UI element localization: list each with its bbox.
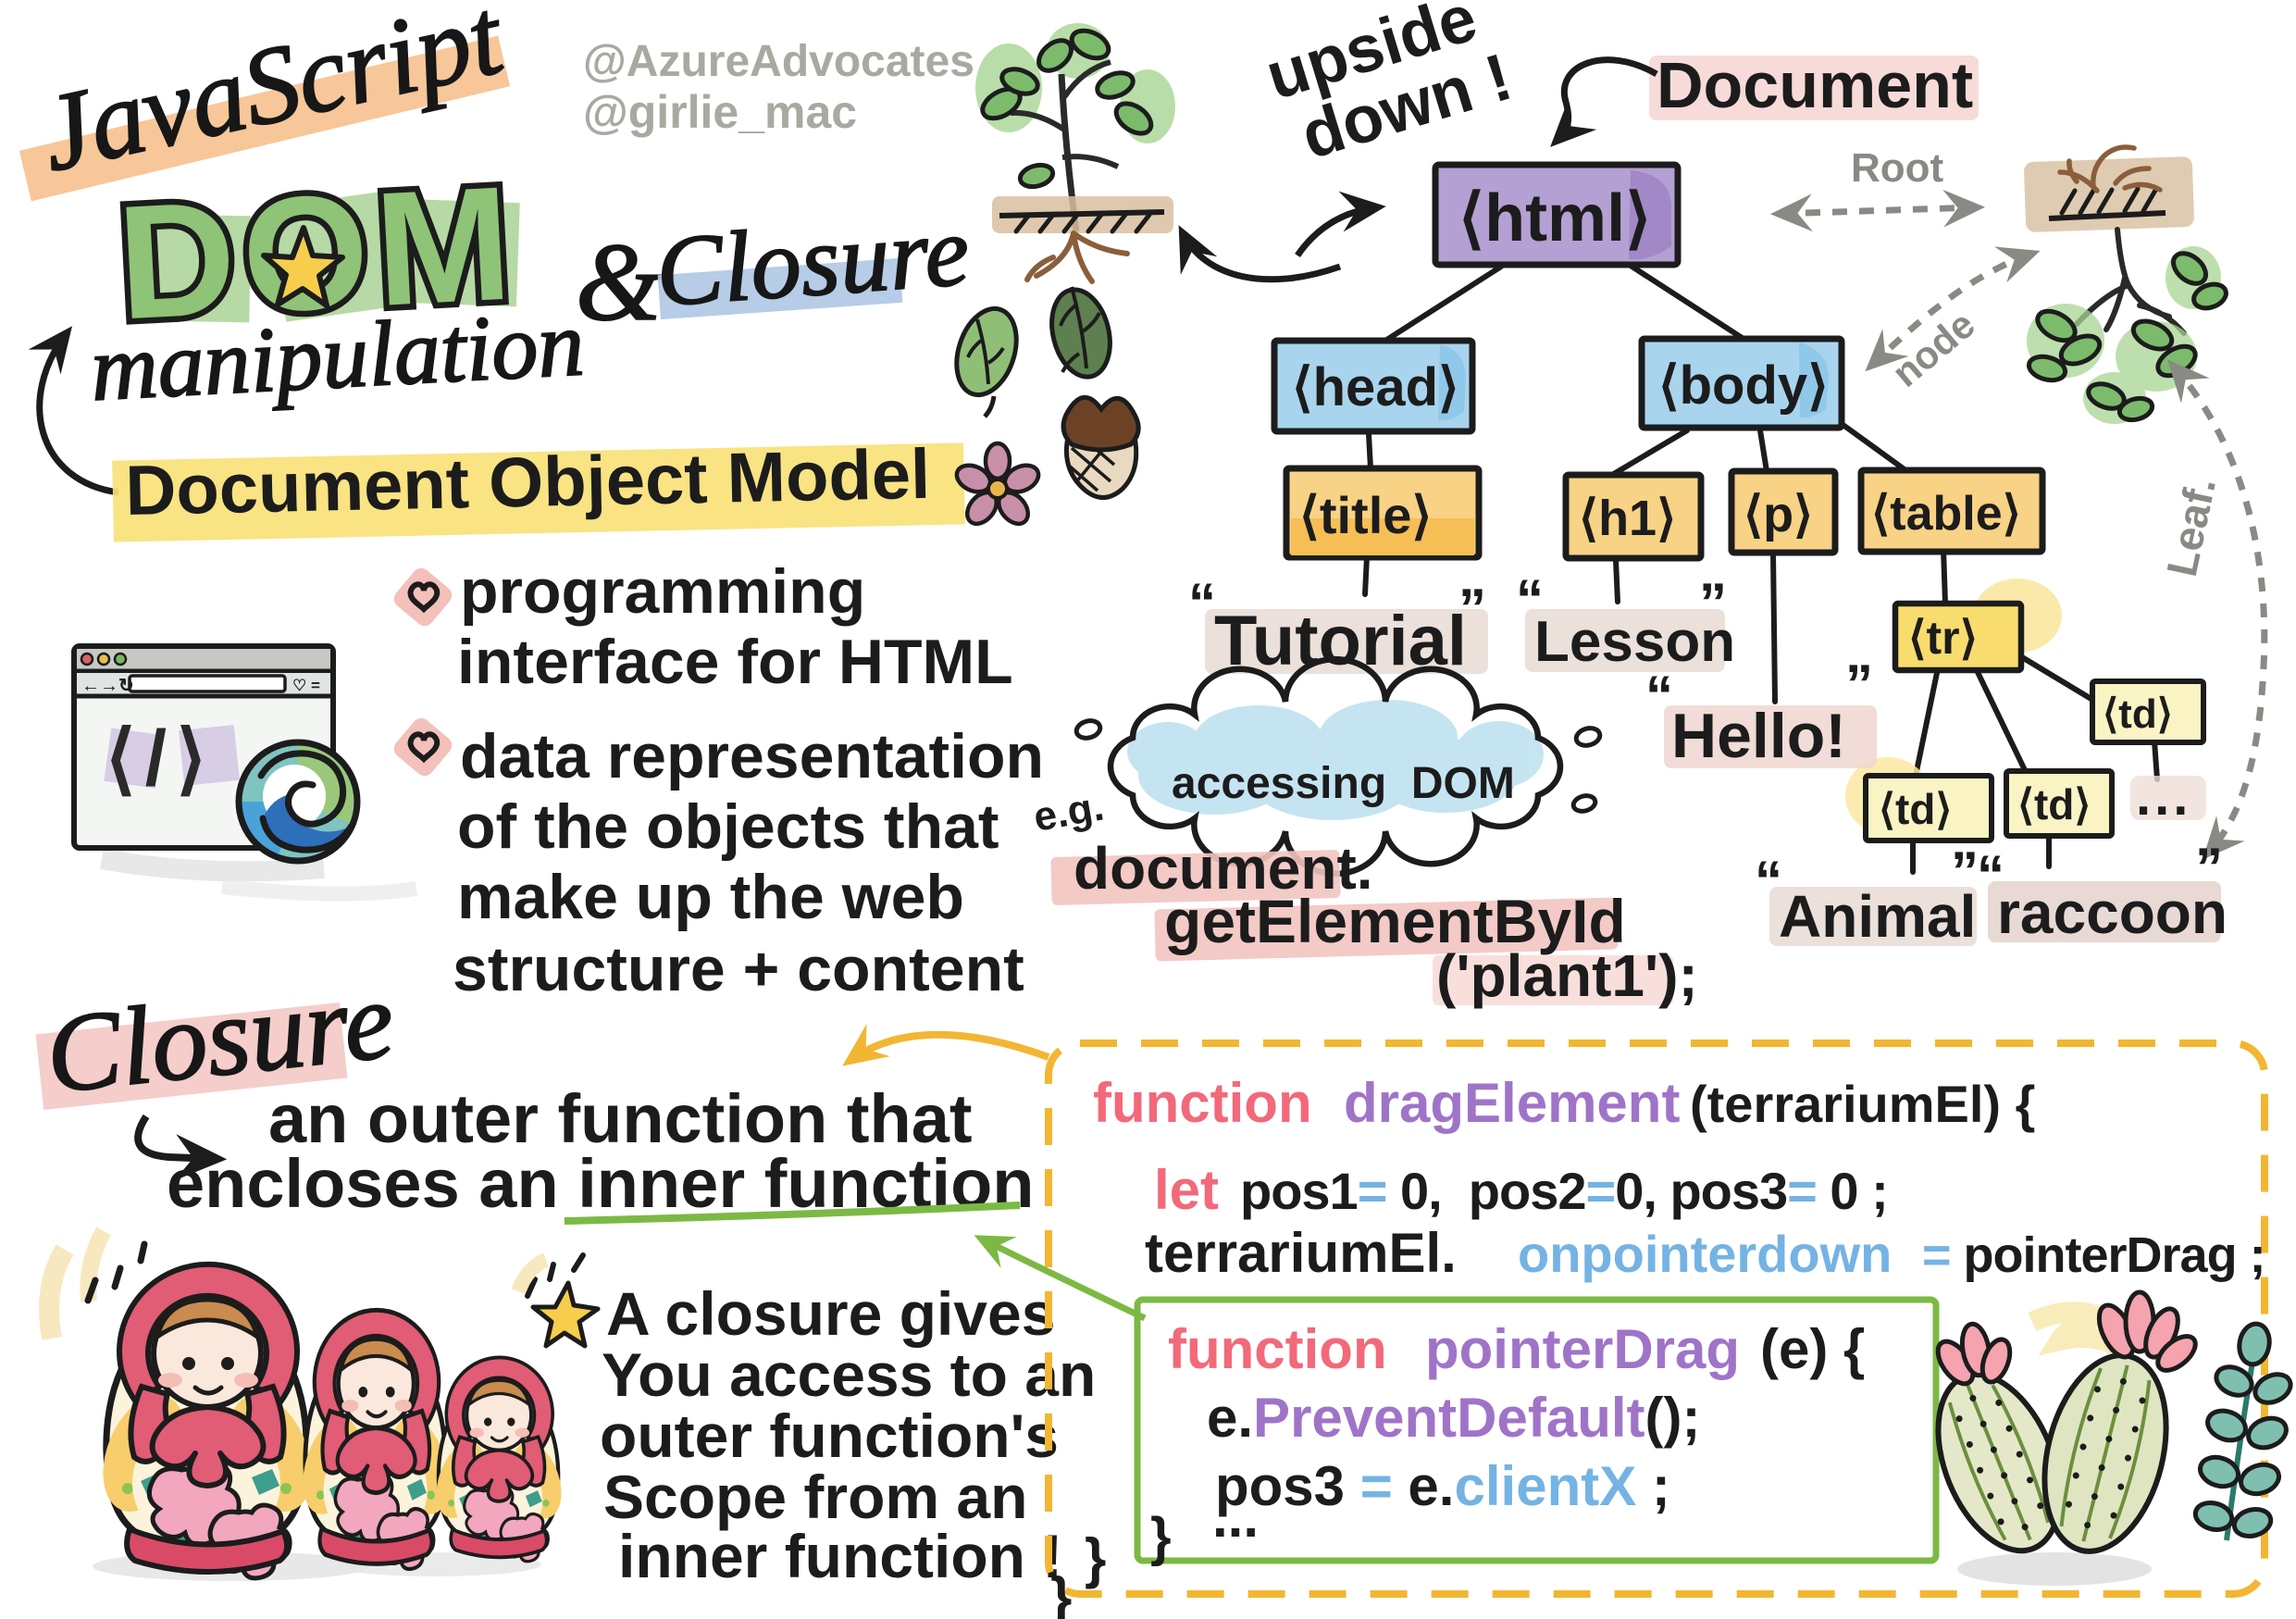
svg-text:“: “ [1188,572,1216,634]
svg-text:inner function !: inner function ! [618,1522,1062,1590]
svg-text:= pointerDrag ;: = pointerDrag ; [1922,1227,2265,1283]
svg-text:⟨table⟩: ⟨table⟩ [1871,487,2021,541]
svg-text:pos3 = e.clientX ;: pos3 = e.clientX ; [1215,1455,1670,1517]
svg-text:manipulation: manipulation [88,292,586,420]
svg-text:⟨tr⟩: ⟨tr⟩ [1908,612,1978,664]
svg-text:⟨html⟩: ⟨html⟩ [1458,181,1651,255]
svg-text:...: ... [1212,1487,1259,1549]
svg-text:”: ” [1699,572,1727,634]
svg-text:Document Object Model: Document Object Model [125,435,931,530]
svg-text:('plant1');: ('plant1'); [1436,942,1698,1009]
svg-text:Root: Root [1851,145,1944,191]
svg-text:interface for HTML: interface for HTML [457,627,1013,697]
svg-text:pointerDrag: pointerDrag [1425,1318,1740,1380]
svg-text:⟨body⟩: ⟨body⟩ [1658,355,1829,416]
svg-text:terrariumEl.: terrariumEl. [1145,1222,1457,1284]
svg-text:let: let [1154,1159,1219,1221]
svg-text:@AzureAdvocates: @AzureAdvocates [583,37,974,86]
svg-text:⟨td⟩: ⟨td⟩ [2103,691,2173,737]
svg-text:programming: programming [460,556,865,627]
svg-text:function: function [1168,1318,1387,1380]
svg-text:dragElement: dragElement [1344,1072,1680,1134]
svg-text:“: “ [1516,568,1544,630]
svg-text:Animal: Animal [1779,883,1976,950]
svg-text:getElementById: getElementById [1164,887,1626,955]
svg-text:“: “ [1755,850,1782,912]
svg-text:Document: Document [1657,49,1973,121]
svg-text:⟨/⟩: ⟨/⟩ [105,715,216,802]
svg-text:raccoon: raccoon [1997,879,2228,946]
svg-text:structure + content: structure + content [453,934,1024,1004]
svg-text:outer function's: outer function's [600,1401,1059,1470]
svg-text:⟨h1⟩: ⟨h1⟩ [1579,491,1676,546]
svg-text:“: “ [1645,665,1673,727]
svg-text:}: } [1085,1527,1106,1589]
svg-text:⟨title⟩: ⟨title⟩ [1299,486,1432,544]
svg-text:Scope from an: Scope from an [603,1463,1027,1531]
svg-text:“: “ [1977,844,2004,906]
svg-text:←→↻: ←→↻ [81,676,134,696]
svg-text:}: } [1150,1507,1172,1567]
svg-text:Hello!: Hello! [1671,701,1846,771]
svg-text:♡ =: ♡ = [292,677,320,694]
svg-text:”: ” [1845,654,1873,716]
svg-text:Closure: Closure [652,196,973,328]
svg-text:You access to an: You access to an [602,1340,1096,1409]
svg-text:(e) {: (e) { [1760,1318,1865,1380]
svg-text:make up the web: make up the web [457,862,964,932]
svg-text:Lesson: Lesson [1534,610,1735,674]
svg-text:⟨p⟩: ⟨p⟩ [1744,487,1813,542]
svg-text:data representation: data representation [460,721,1044,791]
svg-text:onpointerdown: onpointerdown [1518,1225,1892,1283]
svg-text:⟨td⟩: ⟨td⟩ [2017,780,2091,828]
svg-text:document.: document. [1074,835,1373,902]
svg-text:}: } [1050,1566,1072,1619]
svg-text:an outer function that: an outer function that [268,1080,973,1157]
svg-text:function: function [1093,1072,1312,1134]
svg-text:...: ... [2136,766,2191,827]
svg-text:e.PreventDefault();: e.PreventDefault(); [1207,1387,1700,1449]
svg-text:”: ” [1458,578,1486,640]
svg-text:A closure gives: A closure gives [606,1279,1055,1348]
svg-text:of the objects that: of the objects that [457,791,999,862]
svg-text:”: ” [2195,837,2223,899]
svg-text:accessing DOM: accessing DOM [1172,759,1515,808]
svg-text:”: ” [1951,841,1979,903]
svg-text:@girlie_mac: @girlie_mac [583,86,857,138]
svg-text:pos1= 0, pos2=0, pos3= 0 ;: pos1= 0, pos2=0, pos3= 0 ; [1240,1162,1888,1220]
svg-text:⟨head⟩: ⟨head⟩ [1292,357,1459,417]
svg-text:&: & [576,220,662,343]
svg-text:⟨td⟩: ⟨td⟩ [1879,785,1952,833]
svg-text:(terrariumEl) {: (terrariumEl) { [1690,1075,2035,1133]
